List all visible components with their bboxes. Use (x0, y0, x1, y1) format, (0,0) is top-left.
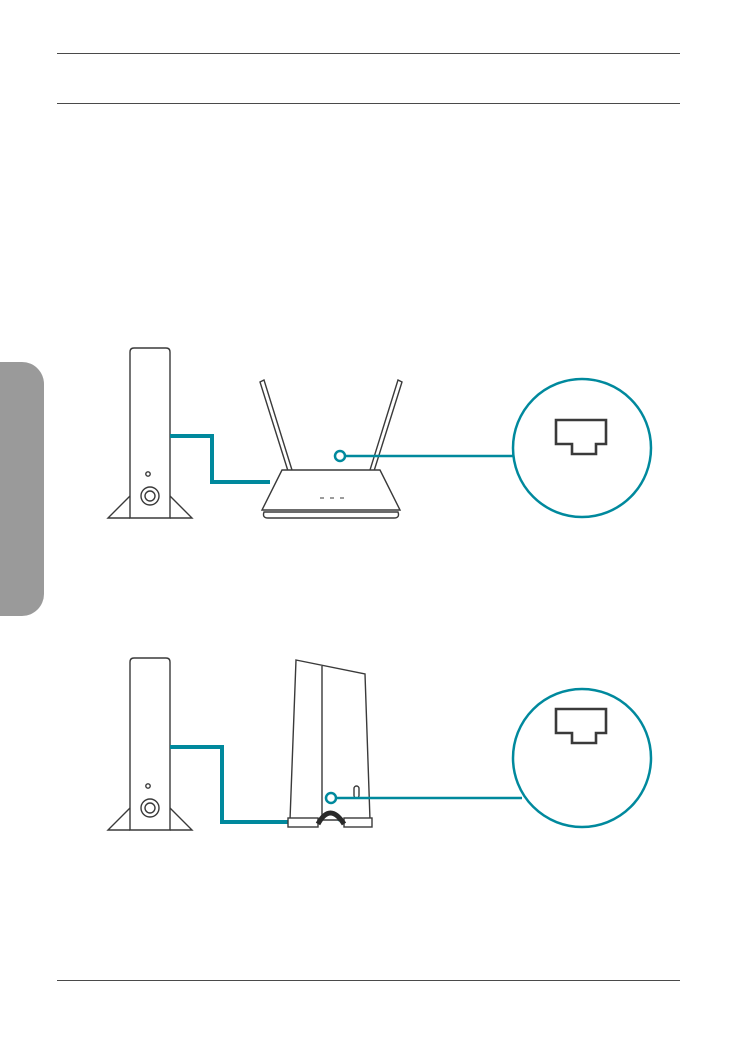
footer-rule (57, 980, 680, 981)
ethernet-cable (170, 436, 270, 482)
router-device (260, 380, 402, 518)
figure-tower-connection (0, 650, 737, 850)
extender-device (108, 658, 192, 830)
extender-device (108, 348, 192, 518)
port-indicator (326, 793, 336, 803)
figure-router-connection (0, 340, 737, 540)
header-bottom-rule (57, 103, 680, 104)
port-indicator (335, 451, 345, 461)
header-top-rule (57, 53, 680, 54)
port-zoom-circle (513, 379, 651, 517)
